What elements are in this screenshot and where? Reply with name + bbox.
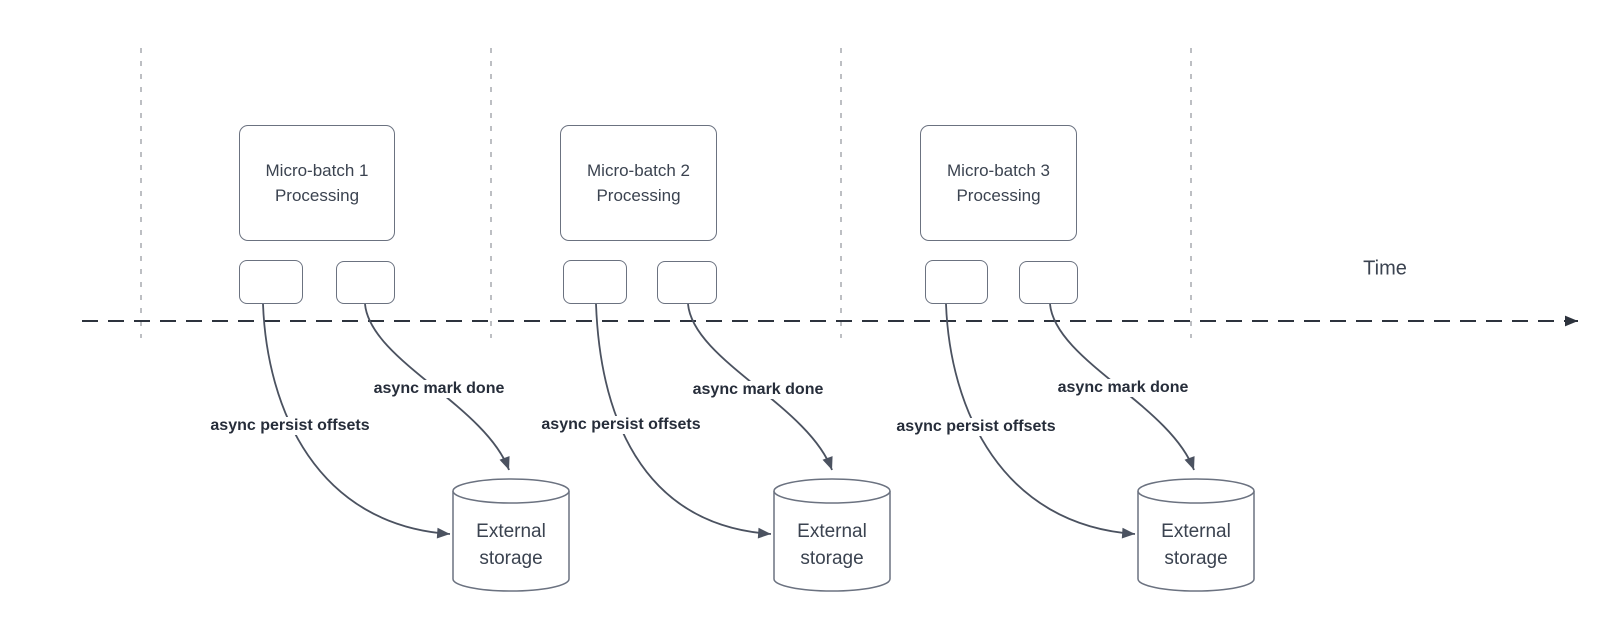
micro-batch-1-box: Micro-batch 1 Processing [239,125,395,241]
persist-offsets-label-2: async persist offsets [538,416,704,434]
micro-batch-3-title-line2: Processing [956,186,1041,205]
mark-done-label-2: async mark done [689,381,827,399]
persist-offsets-arrow-3 [945,303,1136,539]
mark-done-label-3: async mark done [1054,379,1192,397]
micro-batch-1-title-line1: Micro-batch 1 [265,161,369,180]
persist-offsets-label-1: async persist offsets [207,417,373,435]
persist-offsets-arrow-2 [595,303,772,539]
micro-batch-3-title-line1: Micro-batch 3 [947,161,1050,180]
persist-offsets-label-3: async persist offsets [893,418,1059,436]
cylinder-shape [773,478,891,592]
time-axis-label: Time [1363,257,1407,280]
micro-batch-2-title-line2: Processing [596,186,681,205]
mark-done-task-box-3 [1019,261,1078,304]
external-storage-label-line1-2: External [797,521,867,542]
external-storage-label-line2-3: storage [1164,548,1228,569]
persist-offsets-task-box-1 [239,260,303,304]
cylinder-shape [1137,478,1255,592]
mark-done-label-1: async mark done [370,380,508,398]
micro-batch-1-title-line2: Processing [274,186,360,205]
external-storage-cylinder-2: External storage [773,478,891,592]
external-storage-cylinder-3: External storage [1137,478,1255,592]
persist-offsets-task-box-2 [563,260,627,304]
persist-offsets-arrow-1 [262,303,451,539]
micro-batch-3-box: Micro-batch 3 Processing [920,125,1077,241]
external-storage-label-line2-1: storage [479,548,543,569]
external-storage-cylinder-1: External storage [452,478,570,592]
mark-done-task-box-1 [336,261,395,304]
cylinder-shape [452,478,570,592]
external-storage-label-line1-3: External [1161,521,1231,542]
external-storage-label-line2-2: storage [800,548,864,569]
external-storage-label-line1-1: External [476,521,546,542]
micro-batch-2-title-line1: Micro-batch 2 [587,161,690,180]
mark-done-task-box-2 [657,261,717,304]
persist-offsets-task-box-3 [925,260,988,304]
micro-batch-2-box: Micro-batch 2 Processing [560,125,717,241]
